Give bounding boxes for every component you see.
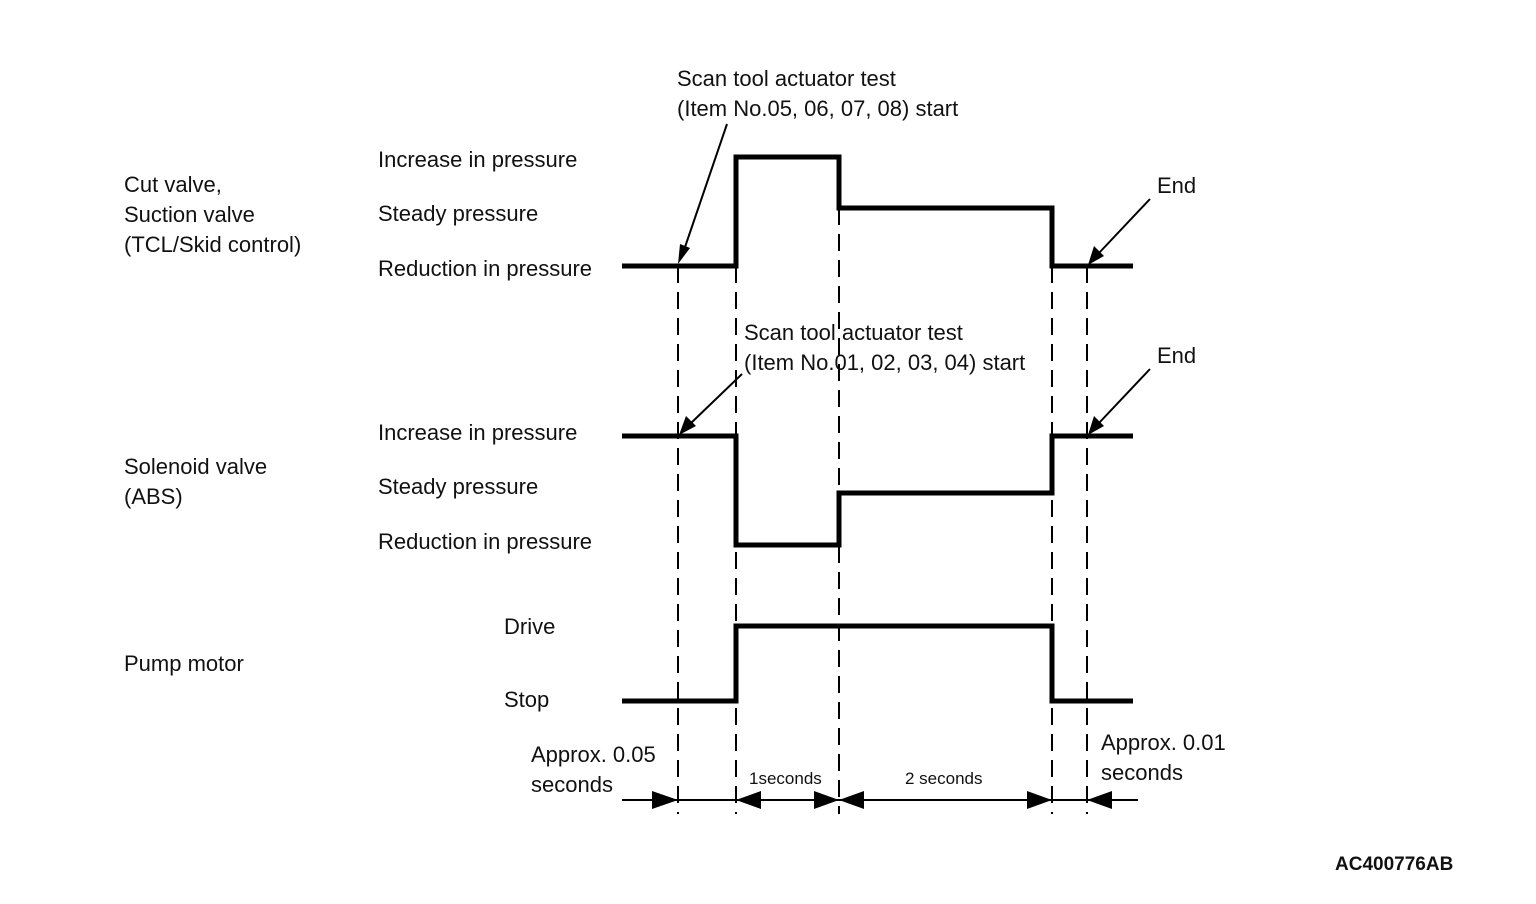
- timing-approx-start-line-1: Approx. 0.05: [531, 742, 656, 767]
- callout-cut-start-leader: [683, 123, 728, 251]
- solenoid-level-increase: Increase in pressure: [378, 420, 577, 445]
- arrow-approx-end-left: [1087, 791, 1112, 809]
- pump-motor-signal: [622, 623, 1133, 704]
- callout-solenoid-start-line-2: (Item No.01, 02, 03, 04) start: [744, 350, 1025, 375]
- solenoid-valve-label: Solenoid valve (ABS): [124, 454, 267, 509]
- timing-approx-end-line-2: seconds: [1101, 760, 1183, 785]
- callout-end-cut-label: End: [1157, 173, 1196, 198]
- solenoid-label-line-2: (ABS): [124, 484, 183, 509]
- callout-end-solenoid-arrowhead: [1088, 416, 1104, 435]
- cut-valve-label-line-3: (TCL/Skid control): [124, 232, 301, 257]
- pump-level-stop: Stop: [504, 687, 549, 712]
- solenoid-label-line-1: Solenoid valve: [124, 454, 267, 479]
- callout-cut-start: Scan tool actuator test (Item No.05, 06,…: [677, 66, 958, 264]
- cut-valve-signal: [622, 154, 1133, 269]
- callout-cut-start-line-2: (Item No.05, 06, 07, 08) start: [677, 96, 958, 121]
- pump-label-line-1: Pump motor: [124, 651, 244, 676]
- callout-end-cut-arrowhead: [1088, 246, 1104, 265]
- pump-level-drive: Drive: [504, 614, 555, 639]
- solenoid-level-reduction: Reduction in pressure: [378, 529, 592, 554]
- callout-solenoid-start: Scan tool actuator test (Item No.01, 02,…: [679, 320, 1025, 435]
- arrow-two-seconds-right: [1027, 791, 1052, 809]
- solenoid-valve-signal: [622, 433, 1133, 548]
- figure-code: AC400776AB: [1335, 854, 1453, 875]
- time-axis: [622, 791, 1138, 809]
- cut-valve-label-line-2: Suction valve: [124, 202, 255, 227]
- cut-suction-valve-label: Cut valve, Suction valve (TCL/Skid contr…: [124, 172, 301, 257]
- arrow-two-seconds-left: [839, 791, 864, 809]
- callout-solenoid-start-leader: [689, 373, 743, 425]
- timing-approx-start-line-2: seconds: [531, 772, 613, 797]
- callout-solenoid-start-arrowhead: [679, 416, 696, 435]
- cut-valve-label-line-1: Cut valve,: [124, 172, 222, 197]
- pump-motor-label: Pump motor: [124, 651, 244, 676]
- callout-end-solenoid: End: [1088, 343, 1196, 435]
- cut-level-steady: Steady pressure: [378, 201, 538, 226]
- callout-end-solenoid-label: End: [1157, 343, 1196, 368]
- cut-level-reduction: Reduction in pressure: [378, 256, 592, 281]
- callout-solenoid-start-line-1: Scan tool actuator test: [744, 320, 963, 345]
- arrow-one-second-left: [736, 791, 761, 809]
- callout-cut-start-line-1: Scan tool actuator test: [677, 66, 896, 91]
- callout-end-cut: End: [1088, 173, 1196, 265]
- cut-level-increase: Increase in pressure: [378, 147, 577, 172]
- arrow-approx-start-right: [652, 791, 678, 809]
- solenoid-level-steady: Steady pressure: [378, 474, 538, 499]
- timing-approx-end-line-1: Approx. 0.01: [1101, 730, 1226, 755]
- arrow-one-second-right: [814, 791, 839, 809]
- callout-end-cut-leader: [1098, 198, 1151, 254]
- callout-end-solenoid-leader: [1098, 368, 1151, 424]
- timing-two-seconds: 2 seconds: [905, 769, 983, 788]
- timing-one-second: 1seconds: [749, 769, 822, 788]
- callout-cut-start-arrowhead: [678, 244, 690, 264]
